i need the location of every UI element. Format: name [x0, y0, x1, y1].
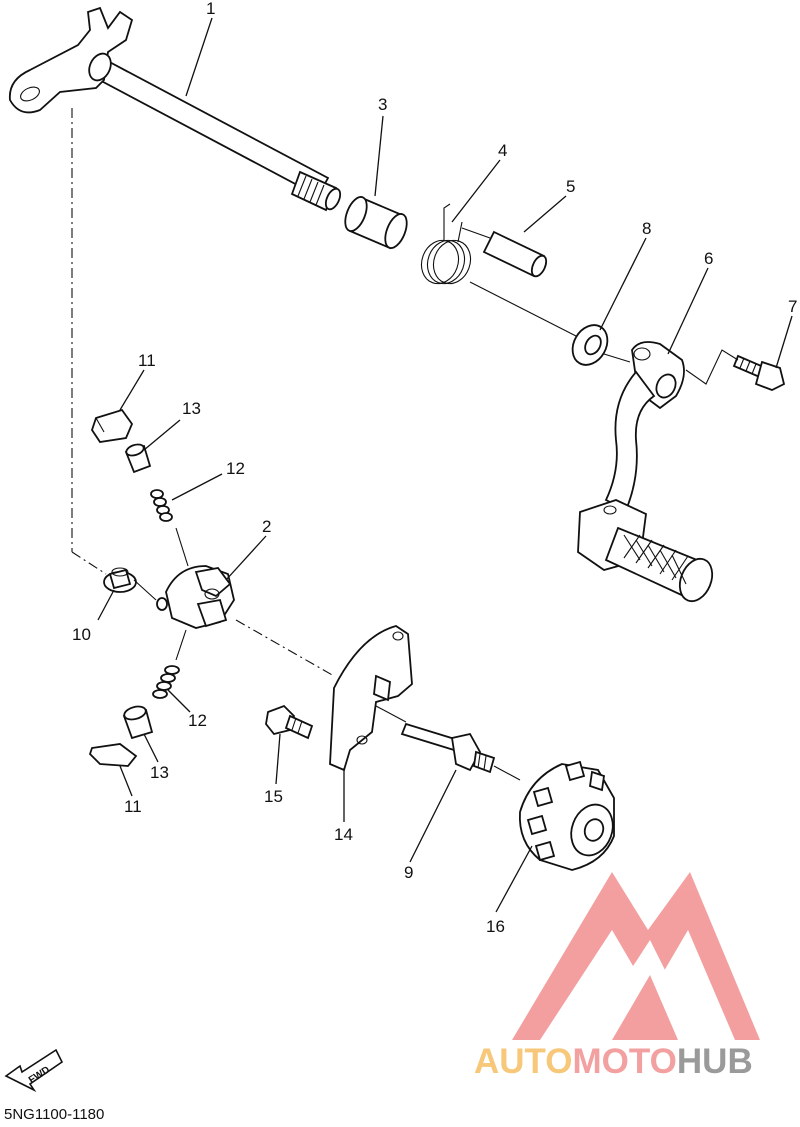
callout-10: 10	[72, 625, 91, 644]
callout-2: 2	[262, 517, 271, 536]
part-roller-upper	[124, 443, 152, 474]
part-pin	[482, 230, 548, 278]
part-shift-arm	[156, 565, 235, 629]
part-shift-shaft	[8, 6, 342, 212]
callout-14: 14	[334, 825, 353, 844]
part-bolt-15	[265, 704, 314, 740]
callout-15: 15	[264, 787, 283, 806]
part-bushing	[344, 196, 408, 250]
callout-13-lower: 13	[150, 763, 169, 782]
callout-3: 3	[378, 95, 387, 114]
callout-16: 16	[486, 917, 505, 936]
callout-labels: 1 2 3 4 5 6 7 8 9 10 11 11 12 12 13 13 1…	[72, 0, 797, 936]
part-spring	[420, 203, 472, 285]
callout-7: 7	[788, 297, 797, 316]
callout-5: 5	[566, 177, 575, 196]
watermark-brand: AUTOMOTOHUB	[474, 1042, 753, 1082]
part-pedal-bolt	[732, 354, 786, 391]
part-segment	[518, 760, 615, 871]
callout-4: 4	[498, 141, 507, 160]
part-washer	[571, 324, 609, 366]
part-shift-pedal	[577, 341, 714, 603]
fwd-direction-arrow: FWD	[4, 1048, 64, 1093]
callout-12-upper: 12	[226, 459, 245, 478]
part-stopper-lever	[329, 625, 413, 772]
callout-13-upper: 13	[182, 399, 201, 418]
brand-hub: HUB	[676, 1042, 753, 1081]
callout-leader-lines	[97, 17, 793, 913]
callout-8: 8	[642, 219, 651, 238]
brand-moto: MOTO	[572, 1042, 677, 1081]
callout-11-lower: 11	[124, 797, 142, 816]
part-stopper-upper	[91, 408, 134, 443]
callout-6: 6	[704, 249, 713, 268]
part-roller-lower	[122, 705, 154, 740]
watermark-logo	[512, 872, 760, 1040]
callout-1: 1	[206, 0, 215, 18]
callout-9: 9	[404, 863, 413, 882]
callout-12-lower: 12	[188, 711, 207, 730]
part-spring-lower	[152, 665, 180, 699]
assembly-guide-lines	[71, 108, 739, 781]
part-collar	[103, 567, 137, 593]
part-stopper-lower	[88, 743, 138, 767]
callout-11-upper: 11	[138, 351, 156, 370]
part-shaft-bolt	[400, 722, 496, 774]
brand-auto: AUTO	[474, 1042, 573, 1081]
part-spring-upper	[150, 489, 173, 522]
diagram-reference-code: 5NG1100-1180	[4, 1106, 105, 1123]
